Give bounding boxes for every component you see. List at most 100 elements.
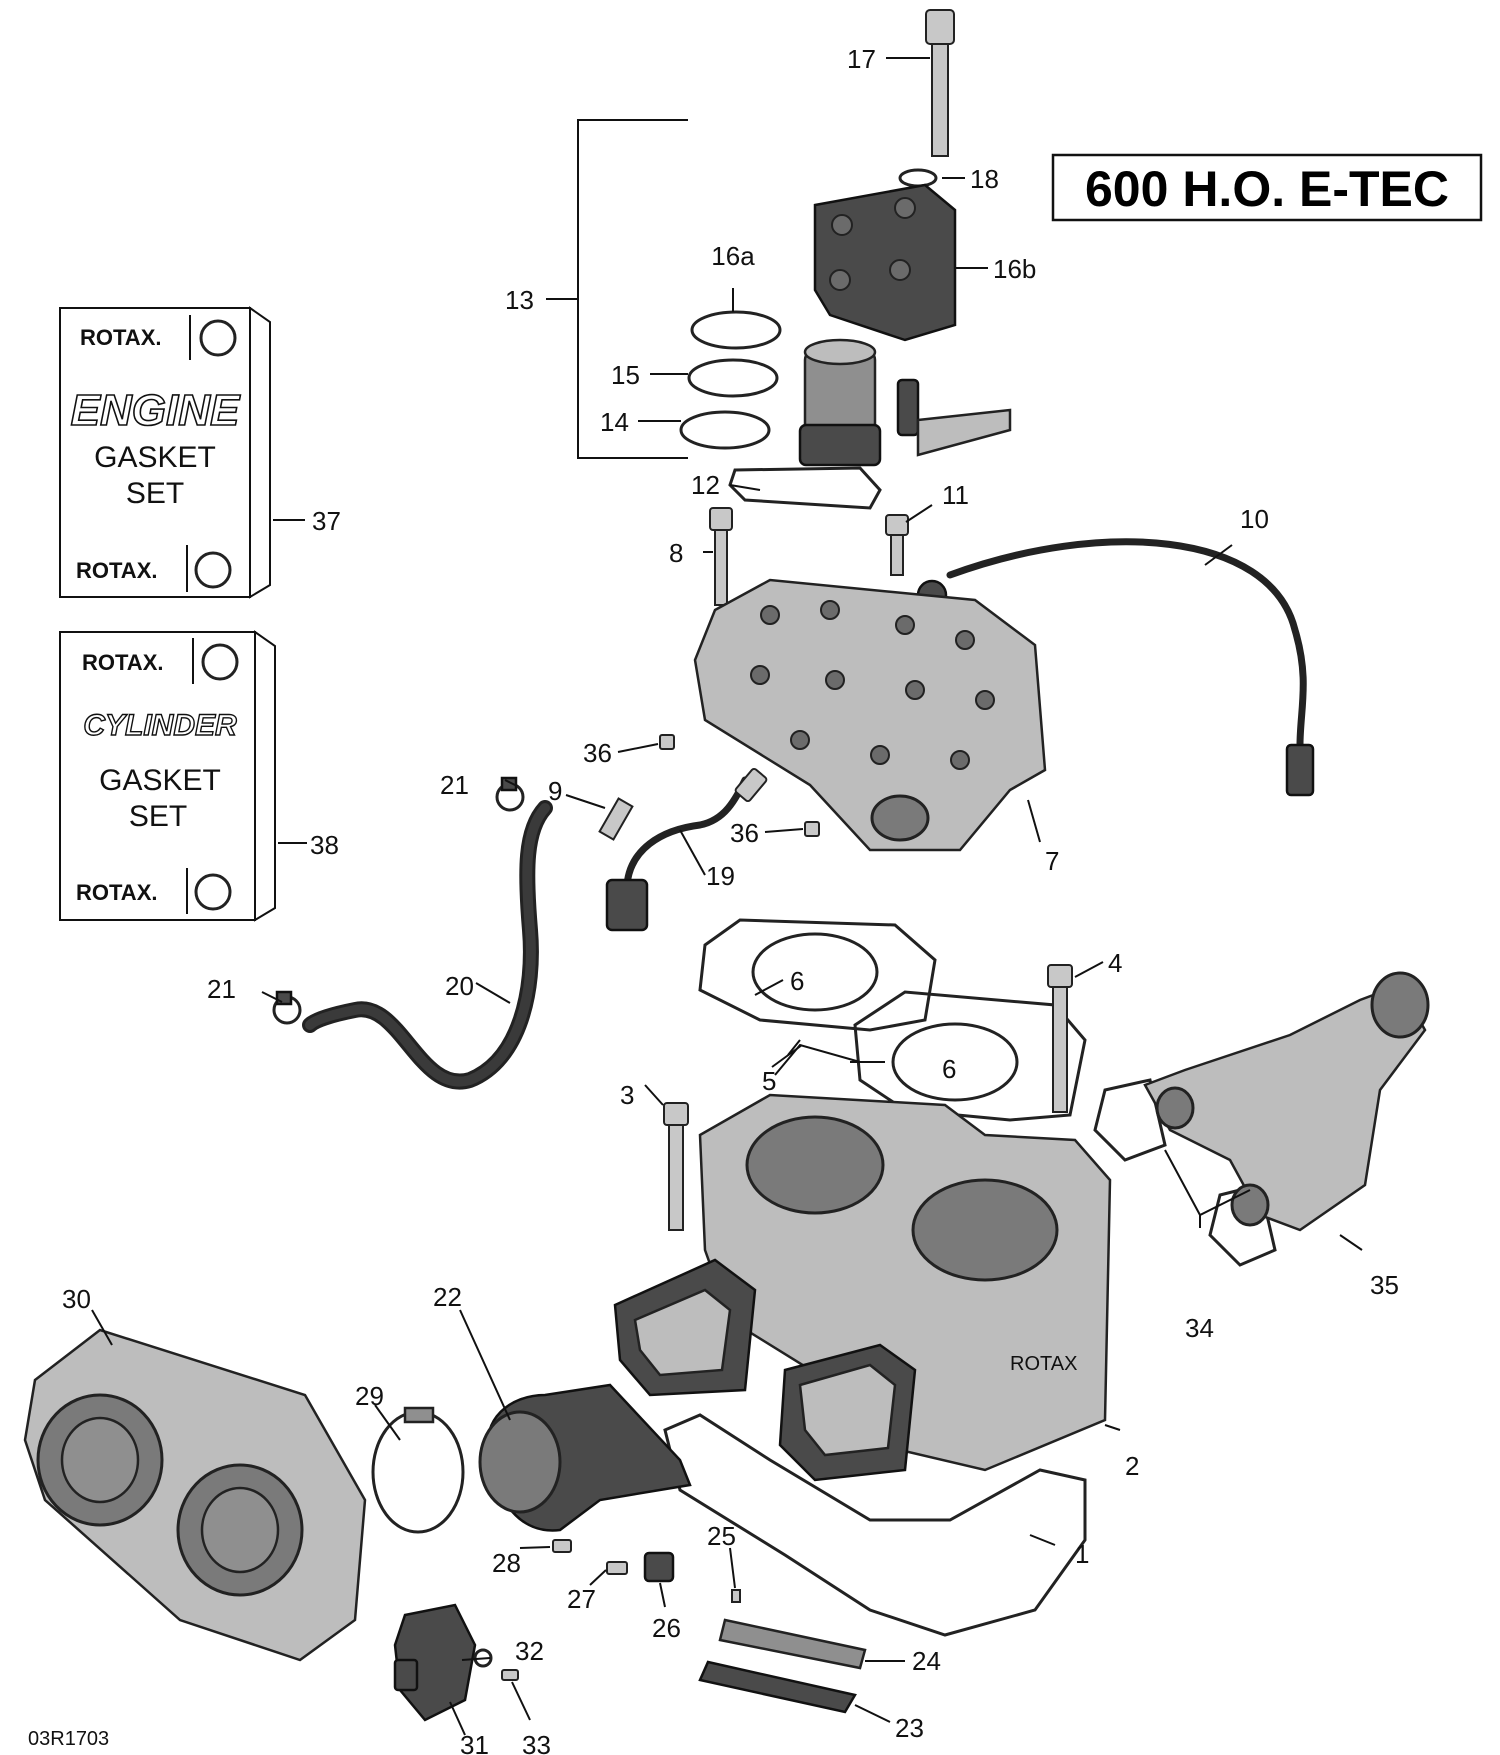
callout-34: 34 bbox=[1185, 1313, 1214, 1343]
pack-brand-top: ROTAX. bbox=[82, 650, 163, 675]
part-7-cylinder-head bbox=[693, 578, 1047, 852]
pack-title: ENGINE bbox=[71, 386, 241, 435]
callout-32: 32 bbox=[515, 1636, 544, 1666]
callout-33: 33 bbox=[522, 1730, 551, 1755]
part-2-cylinder: ROTAX bbox=[698, 1093, 1112, 1472]
cylinder-casting-mark: ROTAX bbox=[1010, 1353, 1077, 1375]
pack-line3: SET bbox=[126, 477, 184, 510]
part-16b-cover bbox=[813, 183, 957, 342]
callout-10: 10 bbox=[1240, 504, 1269, 534]
callout-36-upper: 36 bbox=[583, 738, 612, 768]
callout-38: 38 bbox=[310, 830, 339, 860]
callout-6-upper: 6 bbox=[790, 966, 804, 996]
callout-35: 35 bbox=[1370, 1270, 1399, 1300]
callout-17: 17 bbox=[847, 44, 876, 74]
part-25-screw bbox=[731, 1589, 741, 1603]
callout-1: 1 bbox=[1075, 1539, 1089, 1569]
part-30-throttle-body bbox=[23, 1328, 367, 1662]
part-3-bolt bbox=[663, 1102, 689, 1231]
part-22-intake-manifold bbox=[478, 1383, 692, 1532]
part-16a-o-ring bbox=[690, 310, 782, 350]
part-36-plug bbox=[659, 734, 675, 750]
part-5-head-gasket bbox=[853, 990, 1087, 1122]
rotax-logo-icon bbox=[199, 319, 237, 357]
pack-line2: GASKET bbox=[99, 764, 221, 797]
callout-15: 15 bbox=[611, 360, 640, 390]
part-9-fitting bbox=[598, 797, 634, 841]
callout-27: 27 bbox=[567, 1584, 596, 1614]
part-19-temperature-sensor bbox=[605, 767, 768, 932]
reed-valve-block bbox=[613, 1258, 757, 1397]
callout-22: 22 bbox=[433, 1282, 462, 1312]
callout-11: 11 bbox=[942, 480, 969, 510]
callout-2: 2 bbox=[1125, 1451, 1139, 1481]
part-23-reed-stop bbox=[698, 1660, 857, 1714]
callout-28: 28 bbox=[492, 1548, 521, 1578]
pack-brand-bottom: ROTAX. bbox=[76, 558, 157, 583]
callout-36-lower: 36 bbox=[730, 818, 759, 848]
part-31-throttle-sensor bbox=[393, 1603, 477, 1722]
pack-brand-top: ROTAX. bbox=[80, 325, 161, 350]
part-28-screw bbox=[552, 1539, 572, 1553]
part-8-bolt bbox=[709, 507, 733, 606]
callout-31: 31 bbox=[460, 1730, 489, 1755]
callout-13: 13 bbox=[505, 285, 534, 315]
part-1-base-gasket bbox=[663, 1413, 1087, 1637]
part-14-o-ring bbox=[679, 410, 771, 450]
part-32-washer bbox=[473, 1648, 493, 1668]
leader-lines bbox=[91, 57, 1363, 1736]
rotax-logo-icon bbox=[194, 551, 232, 589]
callout-9: 9 bbox=[548, 776, 562, 806]
callout-25: 25 bbox=[707, 1521, 736, 1551]
part-15-o-ring bbox=[687, 358, 779, 398]
callout-4: 4 bbox=[1108, 948, 1122, 978]
rotax-logo-icon bbox=[201, 643, 239, 681]
model-title: 600 H.O. E-TEC bbox=[1085, 161, 1449, 217]
callout-21-upper: 21 bbox=[440, 770, 469, 800]
callout-23: 23 bbox=[895, 1713, 924, 1743]
part-21-clamp bbox=[272, 990, 302, 1025]
part-11-bolt bbox=[885, 514, 909, 576]
callout-12: 12 bbox=[691, 470, 720, 500]
callout-19: 19 bbox=[706, 861, 735, 891]
cylinder-gasket-set-pack: ROTAX. CYLINDER GASKET SET ROTAX. bbox=[59, 630, 276, 922]
part-5-head-gasket bbox=[698, 918, 937, 1032]
rotax-logo-icon bbox=[194, 873, 232, 911]
callout-14: 14 bbox=[600, 407, 629, 437]
part-33-screw bbox=[501, 1669, 519, 1681]
part-29-clamp bbox=[371, 1410, 465, 1534]
part-6-o-ring bbox=[751, 932, 879, 1012]
pack-brand-bottom: ROTAX. bbox=[76, 880, 157, 905]
clamp-screw bbox=[403, 1406, 435, 1424]
part-4-bolt bbox=[1047, 964, 1073, 1113]
callout-16a: 16a bbox=[711, 241, 755, 271]
part-20-hose bbox=[302, 800, 553, 1090]
callout-8: 8 bbox=[669, 538, 683, 568]
part-27-screw bbox=[606, 1561, 628, 1575]
engine-gasket-set-pack: ROTAX. ENGINE GASKET SET ROTAX. bbox=[59, 306, 271, 599]
callout-30: 30 bbox=[62, 1284, 91, 1314]
callout-3: 3 bbox=[620, 1080, 634, 1110]
callout-20: 20 bbox=[445, 971, 474, 1001]
callout-18: 18 bbox=[970, 164, 999, 194]
part-26-connector bbox=[643, 1551, 675, 1583]
callout-24: 24 bbox=[912, 1646, 941, 1676]
callout-21-lower: 21 bbox=[207, 974, 236, 1004]
pack-title: CYLINDER bbox=[83, 709, 237, 742]
part-36-plug bbox=[804, 821, 820, 837]
callout-numbers: 17 18 16a 16b 13 15 14 12 8 11 10 36 21 … bbox=[62, 44, 1399, 1755]
model-title-box: 600 H.O. E-TEC bbox=[1051, 153, 1483, 222]
bracket-13 bbox=[577, 119, 688, 459]
part-17-bolt bbox=[925, 9, 955, 157]
reed-valve-block bbox=[778, 1343, 917, 1482]
callout-6-lower: 6 bbox=[942, 1054, 956, 1084]
part-6-o-ring bbox=[891, 1022, 1019, 1102]
callout-37: 37 bbox=[312, 506, 341, 536]
callout-7: 7 bbox=[1045, 846, 1059, 876]
figure-reference: 03R1703 bbox=[28, 1728, 109, 1750]
pack-line3: SET bbox=[129, 800, 187, 833]
callout-26: 26 bbox=[652, 1613, 681, 1643]
callout-29: 29 bbox=[355, 1381, 384, 1411]
part-24-reed-petal bbox=[718, 1618, 867, 1670]
